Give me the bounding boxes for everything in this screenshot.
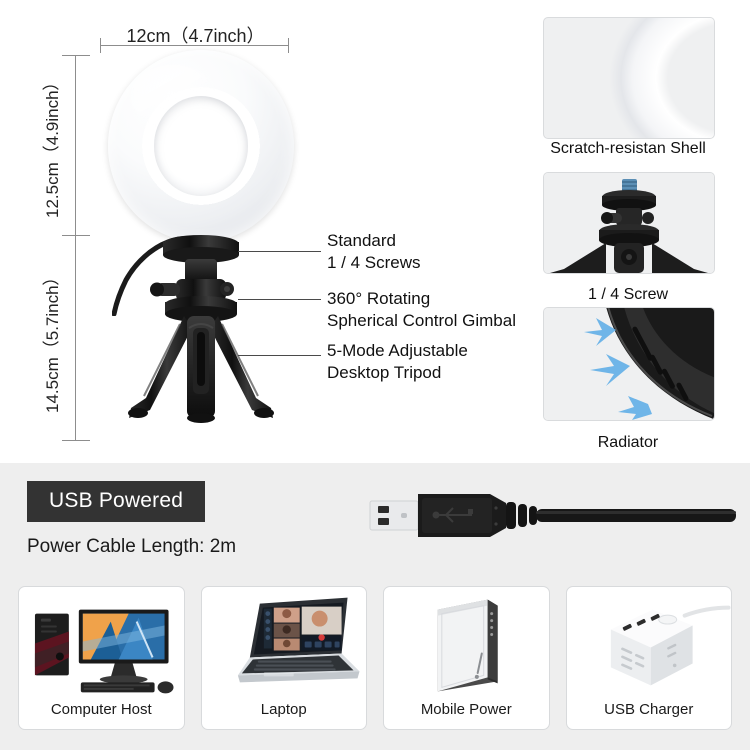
device-card-mobile-power[interactable]: Mobile Power [383,586,550,730]
specs-section: 12cm（4.7inch） 12.5cm（4.9inch） 14.5cm（5.7… [43,17,715,451]
feature-panel-scratch-resistant-shell [543,17,715,139]
radiator-closeup-image [544,308,714,420]
device-label-computer-host: Computer Host [50,701,152,718]
usb-connector-image [369,494,736,537]
ring-height-label: 12.5cm（4.9inch） [43,73,62,219]
callout-leader-line-3 [238,355,321,356]
width-dimension-line [100,45,288,46]
feature-panel-radiator [543,307,715,421]
feature-caption-quarter-screw: 1 / 4 Screw [587,286,669,303]
device-label-usb-charger: USB Charger [604,701,694,718]
shell-closeup-image [544,18,714,138]
mobile-power-image [384,587,549,701]
callout-desktop-tripod: 5-Mode Adjustable Desktop Tripod [327,341,468,382]
feature-panel-quarter-screw [543,172,715,274]
device-card-computer-host[interactable]: Computer Host [18,586,185,730]
quarter-screw-closeup-image [544,173,714,273]
callout-leader-line-1 [238,251,321,252]
height-dimension-cap-middle [62,235,90,236]
device-card-usb-charger[interactable]: USB Charger [565,586,732,730]
height-dimension-cap-top [62,55,90,56]
usb-powered-badge: USB Powered [27,481,206,522]
device-card-laptop[interactable]: Laptop [200,586,367,730]
callout-rotating-gimbal: 360° Rotating Spherical Control Gimbal [327,289,516,330]
feature-caption-radiator: Radiator [597,434,659,451]
device-label-laptop: Laptop [260,701,307,718]
height-dimension-cap-bottom [62,440,90,441]
feature-caption-scratch-resistant-shell: Scratch-resistan Shell [550,140,706,157]
device-label-mobile-power: Mobile Power [420,701,512,718]
usb-powered-badge-label: USB Powered [49,489,184,512]
usb-charger-image [567,587,732,701]
height-dimension-line [75,55,76,440]
callout-standard-screws: Standard 1 / 4 Screws [327,231,421,272]
tripod-product-image [128,235,274,423]
power-cable-length-label: Power Cable Length: 2m [27,536,237,557]
ring-light-highlight [130,65,220,131]
callout-leader-line-2 [238,299,321,300]
width-dimension-cap-left [100,38,101,53]
tripod-height-label: 14.5cm（5.7inch） [43,268,62,414]
width-dimension-cap-right [288,38,289,53]
computer-host-image [19,587,184,701]
ring-light-product-image [108,50,294,242]
width-dimension-label: 12cm（4.7inch） [126,26,265,46]
laptop-image [202,587,367,701]
compatible-devices-list: Computer Host [18,586,732,730]
